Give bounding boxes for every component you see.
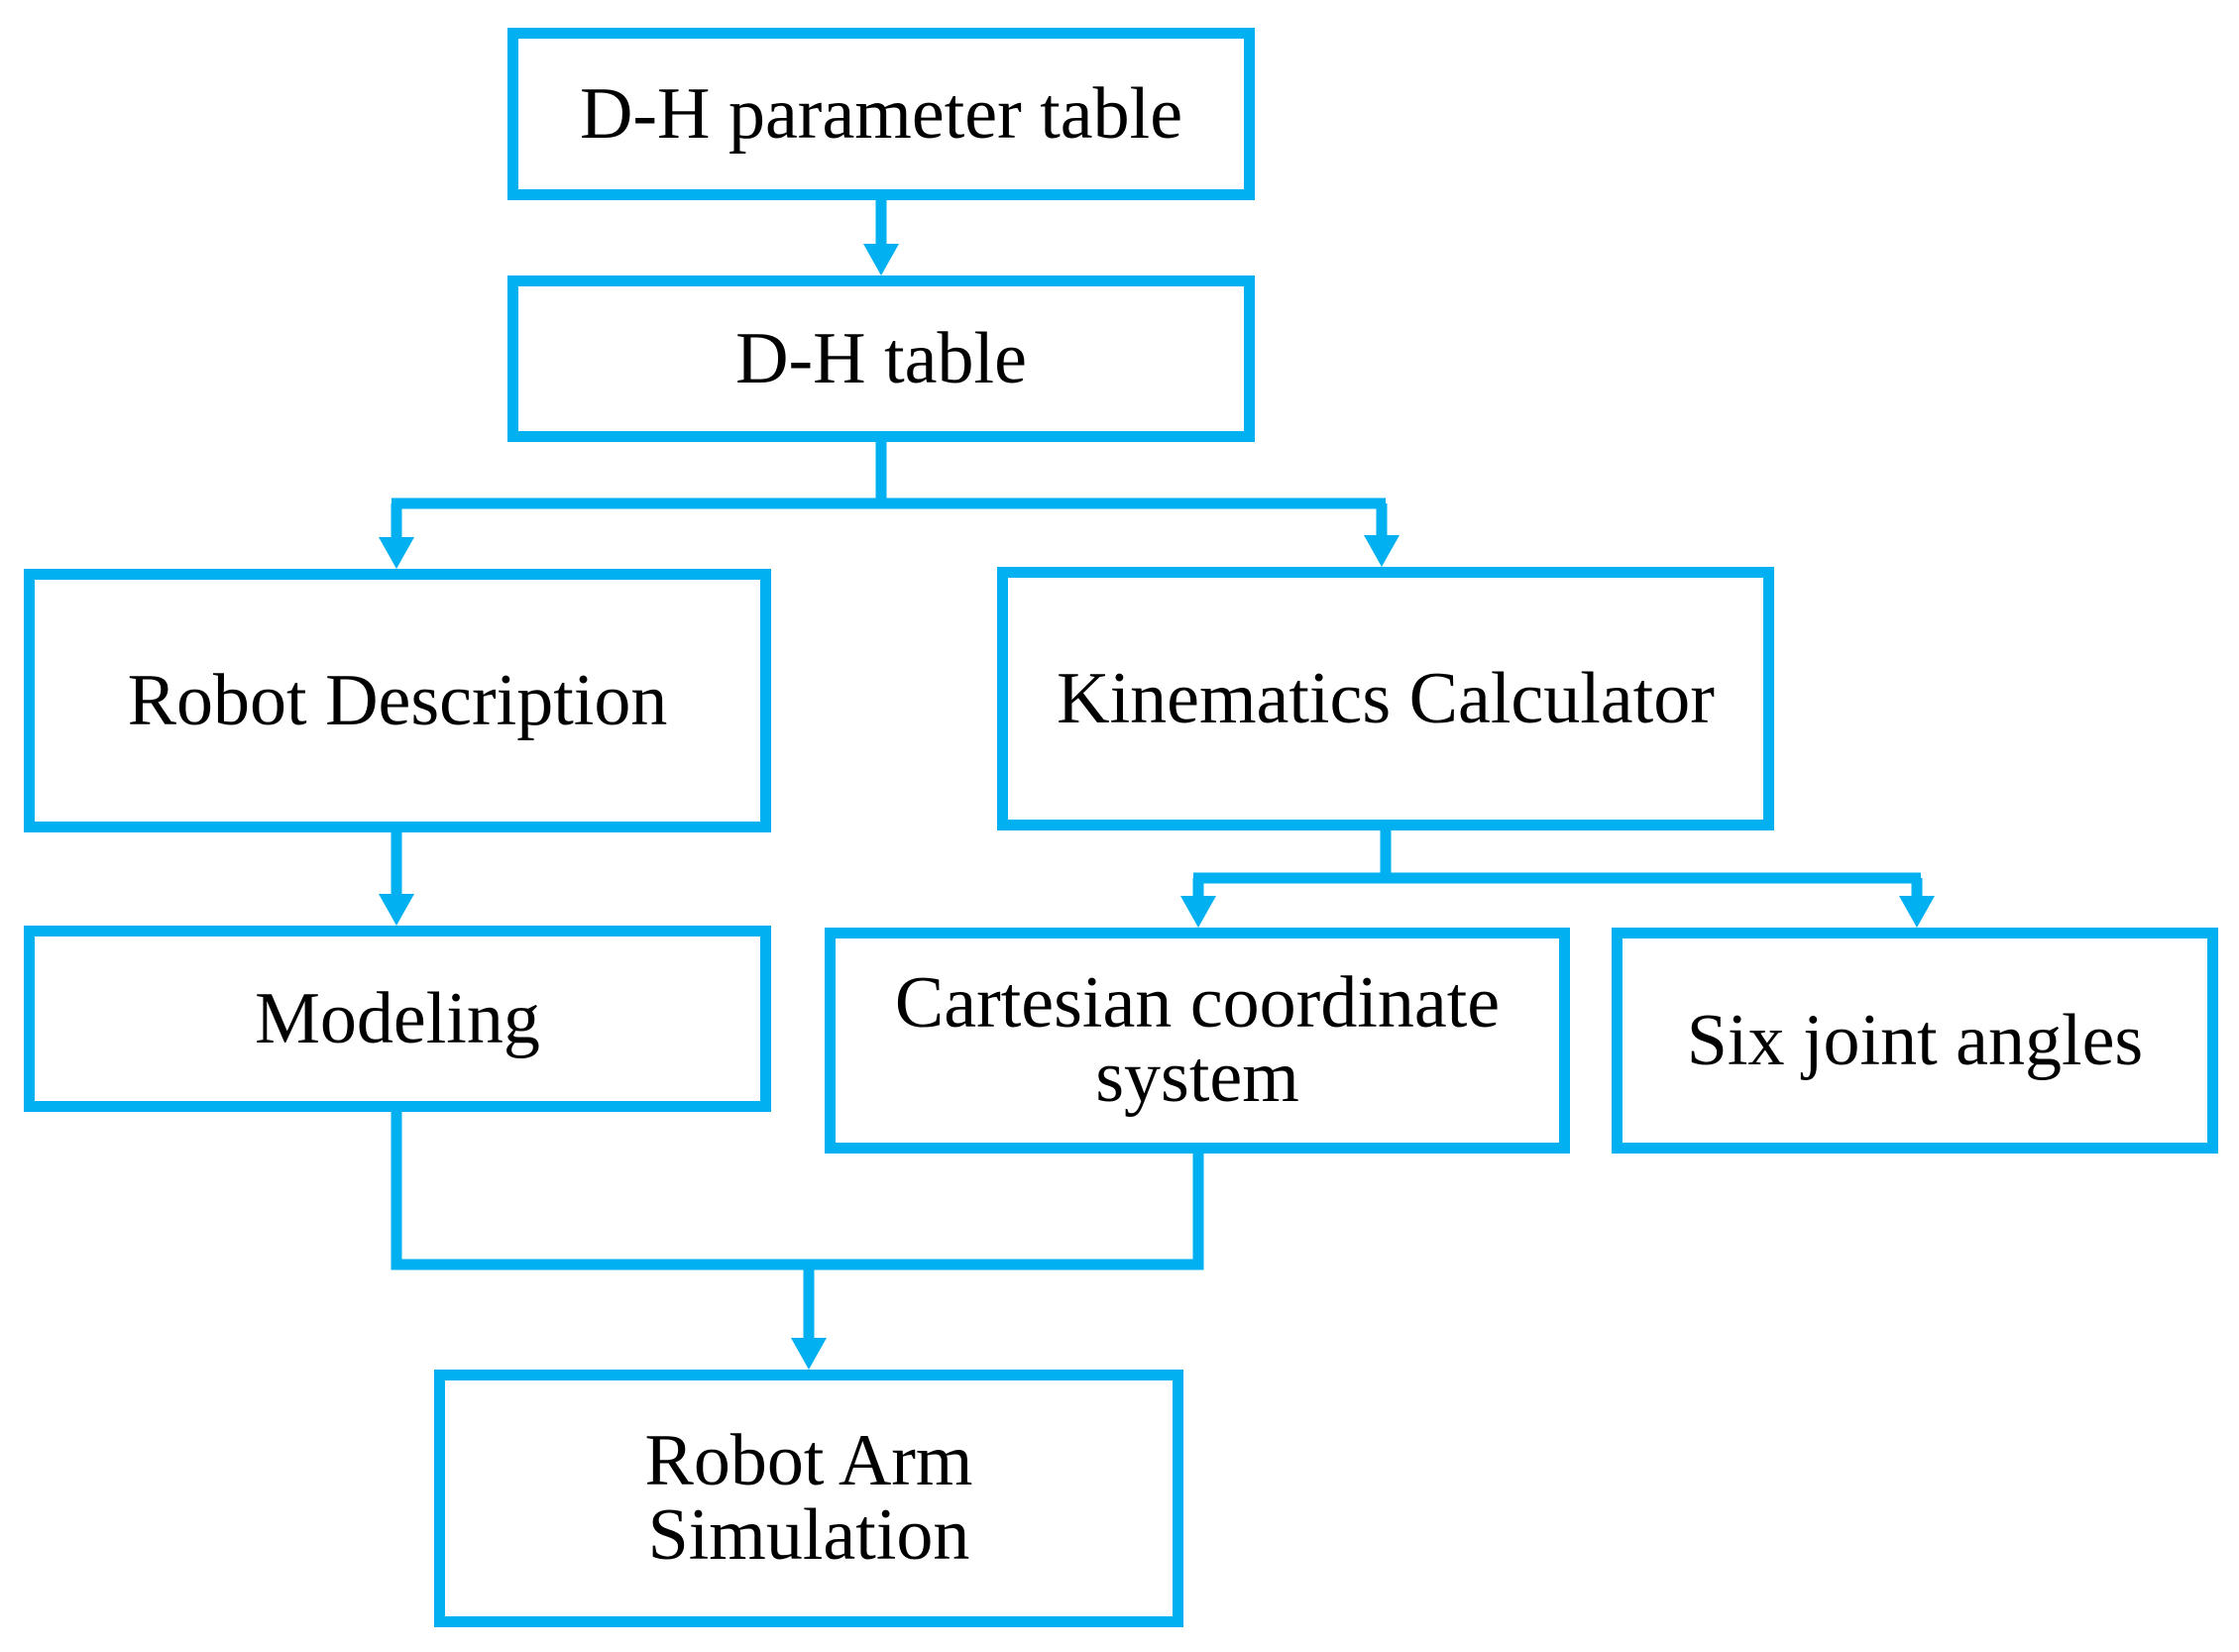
arrowhead-dhtable [863,244,899,275]
edge-merge-to-simulation [391,1112,1204,1270]
node-label-line2: system [1095,1037,1299,1118]
node-label: Robot Description [127,660,668,741]
node-cartesian-coordinate-system: Cartesian coordinate system [825,928,1570,1154]
node-label-line1: Robot Arm [644,1419,973,1501]
node-dh-parameter-table: D-H parameter table [507,28,1255,200]
node-six-joint-angles: Six joint angles [1612,928,2218,1154]
arrowhead-modeling [379,894,414,926]
node-label: Modeling [255,978,540,1059]
arrowhead-cartesian [1180,896,1216,928]
node-robot-arm-simulation: Robot Arm Simulation [434,1370,1183,1627]
node-label-line1: Cartesian coordinate [894,961,1501,1044]
node-modeling: Modeling [24,926,771,1112]
node-kinematics-calculator: Kinematics Calculator [997,567,1774,830]
node-label-line2: Simulation [647,1494,970,1576]
node-dh-table: D-H table [507,275,1255,442]
node-label: Six joint angles [1686,1000,2144,1081]
arrowhead-six-joint [1899,896,1935,928]
node-robot-description: Robot Description [24,569,771,832]
arrowhead-simulation [791,1338,827,1370]
arrowhead-robot-description [379,537,414,569]
node-label: D-H parameter table [579,73,1183,155]
arrowhead-kinematics [1364,535,1399,567]
node-label: D-H table [735,318,1027,399]
node-label: Kinematics Calculator [1057,658,1715,739]
